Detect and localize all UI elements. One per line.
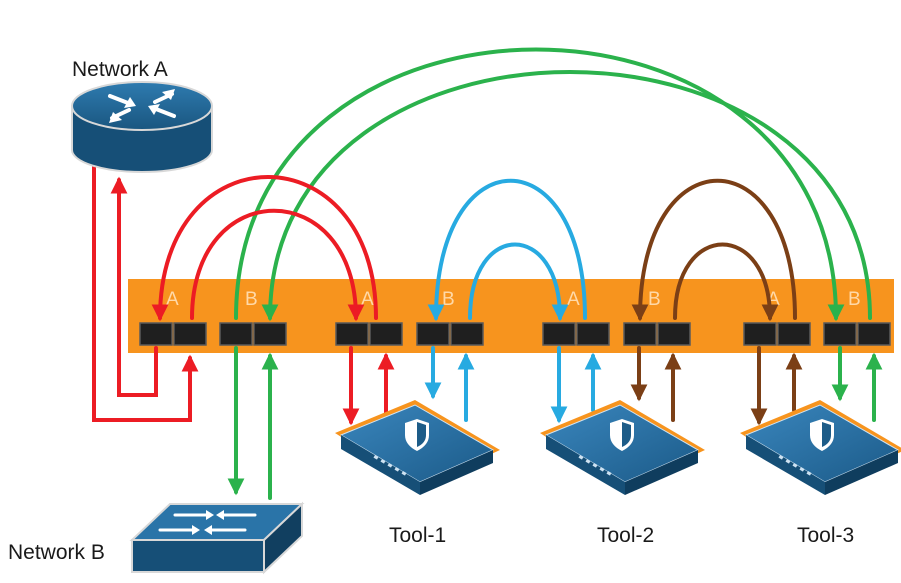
port-6b[interactable] [657,322,691,346]
port-letter-6: B [648,289,661,310]
security-appliance-icon [335,400,500,495]
port-2a[interactable] [219,322,253,346]
network-a-link-out [92,163,199,422]
port-8a[interactable] [823,322,857,346]
red-arc-outer [151,175,378,322]
port-4b[interactable] [450,322,484,346]
port-4a[interactable] [416,322,450,346]
router-icon [71,81,213,173]
switch-icon [129,501,305,575]
tool-1-label: Tool-1 [389,524,447,547]
port-letter-2: B [245,289,258,310]
security-appliance-icon [740,400,901,495]
green-arc-outer [234,47,845,322]
port-2b[interactable] [253,322,287,346]
tool-3-label: Tool-3 [797,524,855,547]
port-3b[interactable] [369,322,403,346]
port-letter-4: B [442,289,455,310]
port-8b[interactable] [857,322,891,346]
port-7b[interactable] [777,322,811,346]
security-appliance-icon [540,400,705,495]
network-a-link-in [110,176,158,397]
port-1b[interactable] [173,322,207,346]
port-7a[interactable] [743,322,777,346]
network-b-label: Network B [8,541,105,564]
blue-arc-inner [468,242,569,322]
brown-arc-outer [631,179,797,322]
network-a-label: Network A [72,58,168,81]
port-1a[interactable] [139,322,173,346]
red-arc-inner [190,208,365,322]
port-letter-3: A [361,289,374,310]
port-5b[interactable] [576,322,610,346]
blue-arc-outer [427,179,587,322]
port-letter-5: A [567,289,580,310]
port-group [139,322,891,346]
port-letter-1: A [166,289,179,310]
green-arc-inner [261,70,872,322]
port-letter-8: B [848,289,861,310]
port-5a[interactable] [542,322,576,346]
port-3a[interactable] [335,322,369,346]
brown-arc-inner [673,242,779,322]
tool-2-label: Tool-2 [597,524,655,547]
port-6a[interactable] [623,322,657,346]
